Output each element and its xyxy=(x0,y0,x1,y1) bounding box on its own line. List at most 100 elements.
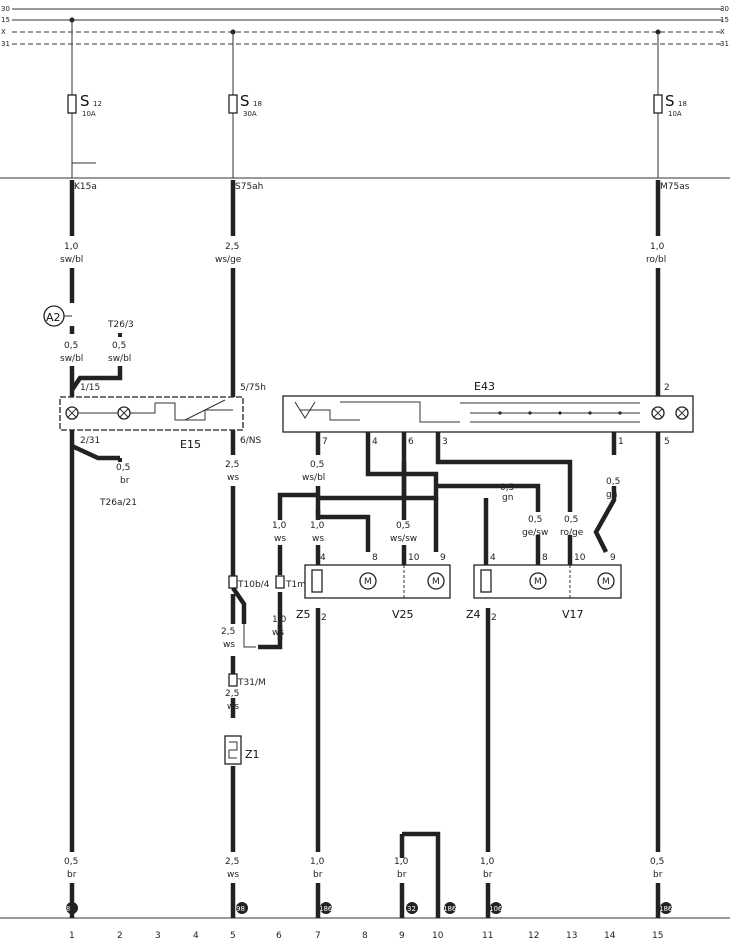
svg-text:Z1: Z1 xyxy=(245,748,260,761)
svg-text:2,5: 2,5 xyxy=(225,857,239,867)
svg-text:3: 3 xyxy=(442,437,448,447)
svg-text:30A: 30A xyxy=(243,110,257,118)
svg-text:gn: gn xyxy=(502,493,513,503)
rail-label-30-left: 30 xyxy=(1,5,10,13)
svg-text:11: 11 xyxy=(482,931,493,941)
svg-text:1,0: 1,0 xyxy=(272,615,287,625)
svg-text:ro/ge: ro/ge xyxy=(560,528,584,538)
fuse-s12: S 12 10A xyxy=(67,20,102,178)
svg-text:8: 8 xyxy=(362,931,368,941)
svg-text:5: 5 xyxy=(230,931,236,941)
svg-text:1/15: 1/15 xyxy=(80,383,100,393)
svg-text:S: S xyxy=(80,92,90,110)
rail-label-31-left: 31 xyxy=(1,40,10,48)
mirror-motor-v17: M M Z4 V17 4 8 10 9 2 xyxy=(466,553,622,623)
svg-text:ws: ws xyxy=(223,640,235,650)
svg-text:9: 9 xyxy=(399,931,405,941)
svg-text:ws/sw: ws/sw xyxy=(390,534,417,544)
svg-text:M: M xyxy=(602,577,610,587)
svg-text:9: 9 xyxy=(610,553,616,563)
svg-text:1,0: 1,0 xyxy=(310,521,325,531)
svg-text:1,0: 1,0 xyxy=(394,857,409,867)
svg-text:1,0: 1,0 xyxy=(650,242,665,252)
svg-text:4: 4 xyxy=(490,553,496,563)
svg-text:0,5: 0,5 xyxy=(116,463,130,473)
svg-text:8: 8 xyxy=(542,553,548,563)
svg-text:br: br xyxy=(483,870,493,880)
svg-text:ws/ge: ws/ge xyxy=(215,255,242,265)
svg-text:1: 1 xyxy=(69,931,75,941)
ground-points: 81 98 186 32 186 106 186 xyxy=(66,902,673,918)
svg-text:2,5: 2,5 xyxy=(225,460,239,470)
svg-text:106: 106 xyxy=(489,905,503,913)
rail-label-x-left: X xyxy=(1,28,6,36)
svg-text:2,5: 2,5 xyxy=(221,627,235,637)
svg-text:186: 186 xyxy=(659,905,673,913)
svg-text:4: 4 xyxy=(320,553,326,563)
svg-text:T10b/4: T10b/4 xyxy=(237,580,270,590)
svg-text:7: 7 xyxy=(322,437,328,447)
svg-text:sw/bl: sw/bl xyxy=(60,255,83,265)
svg-text:A2: A2 xyxy=(46,311,61,324)
svg-text:M: M xyxy=(432,577,440,587)
wires-e43-outputs xyxy=(258,432,617,650)
fuse-s18-10a: S 18 10A xyxy=(653,32,687,178)
wires-column-1 xyxy=(69,180,123,902)
svg-text:10: 10 xyxy=(574,553,586,563)
label-t26-3: T26/3 xyxy=(107,320,134,330)
svg-text:1,0: 1,0 xyxy=(480,857,495,867)
svg-text:0,5: 0,5 xyxy=(396,521,410,531)
rail-label-x-right: X xyxy=(720,28,725,36)
svg-text:2/31: 2/31 xyxy=(80,436,100,446)
svg-text:0,5: 0,5 xyxy=(650,857,664,867)
svg-text:br: br xyxy=(67,870,77,880)
svg-text:4: 4 xyxy=(193,931,199,941)
svg-text:T31/M: T31/M xyxy=(237,678,266,688)
v25-label: V25 xyxy=(392,608,414,621)
svg-text:14: 14 xyxy=(604,931,616,941)
svg-text:ws: ws xyxy=(312,534,324,544)
switch-e15: E15 1/15 5/75h 2/31 6/NS xyxy=(59,383,266,451)
z4-label: Z4 xyxy=(466,608,481,621)
svg-text:0,5: 0,5 xyxy=(606,477,620,487)
svg-text:186: 186 xyxy=(319,905,333,913)
wires-column-5 xyxy=(230,180,247,902)
column-numbers: 1 2 3 4 5 6 7 8 9 10 11 12 13 14 15 xyxy=(69,931,663,941)
terminal-s75ah: S75ah xyxy=(235,182,263,192)
svg-text:8: 8 xyxy=(372,553,378,563)
svg-text:0,5: 0,5 xyxy=(310,460,324,470)
svg-text:15: 15 xyxy=(652,931,663,941)
svg-text:6: 6 xyxy=(408,437,414,447)
svg-text:sw/bl: sw/bl xyxy=(108,354,131,364)
svg-text:9: 9 xyxy=(440,553,446,563)
svg-text:7: 7 xyxy=(315,931,321,941)
svg-text:1,0: 1,0 xyxy=(64,242,79,252)
svg-text:ws: ws xyxy=(274,534,286,544)
control-e43: E43 2 7 4 6 3 1 5 xyxy=(282,380,694,447)
svg-text:13: 13 xyxy=(566,931,577,941)
svg-text:2: 2 xyxy=(664,383,670,393)
svg-text:br: br xyxy=(397,870,407,880)
svg-text:gn: gn xyxy=(606,490,617,500)
svg-text:br: br xyxy=(313,870,323,880)
rail-label-30-right: 30 xyxy=(720,5,729,13)
svg-text:1: 1 xyxy=(618,437,624,447)
wire-labels: 1,0 sw/bl 2,5 ws/ge 1,0 ro/bl 0,5 sw/bl … xyxy=(60,242,666,880)
svg-text:ge/sw: ge/sw xyxy=(522,528,548,538)
svg-text:S: S xyxy=(240,92,250,110)
svg-text:10A: 10A xyxy=(668,110,682,118)
wires-lower xyxy=(315,608,491,902)
svg-text:sw/bl: sw/bl xyxy=(60,354,83,364)
svg-text:0,5: 0,5 xyxy=(528,515,542,525)
power-rails: 30 15 X 31 30 15 X 31 xyxy=(1,5,729,48)
svg-text:12: 12 xyxy=(528,931,539,941)
connector-t1m: T1m xyxy=(275,575,306,590)
svg-text:S: S xyxy=(665,92,675,110)
svg-text:ws: ws xyxy=(227,473,239,483)
svg-text:2,5: 2,5 xyxy=(225,242,239,252)
svg-text:ws/bl: ws/bl xyxy=(302,473,325,483)
svg-text:2: 2 xyxy=(491,613,497,623)
label-t26a-21: T26a/21 xyxy=(99,498,137,508)
terminal-k15a: K15a xyxy=(74,182,97,192)
